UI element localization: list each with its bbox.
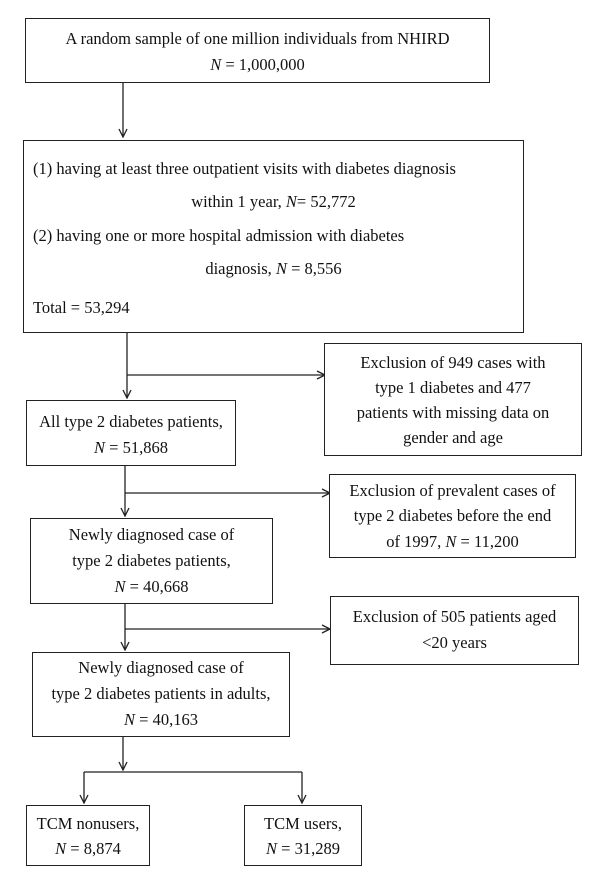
exclusion-2-line-2: type 2 diabetes before the end	[353, 506, 552, 525]
newly-diagnosed-line-1: Newly diagnosed case of	[68, 525, 235, 544]
sample-box: A random sample of one million individua…	[25, 18, 490, 83]
newly-diagnosed-count: N = 40,668	[31, 577, 272, 597]
sample-count: N = 1,000,000	[26, 55, 489, 75]
n-label: N	[266, 839, 278, 858]
exclusion-1-line-3: patients with missing data on	[356, 403, 550, 422]
exclusion-1-line-4: gender and age	[403, 428, 503, 447]
criterion-2-line-1: (2) having one or more hospital admissio…	[33, 226, 405, 245]
n-label: N	[124, 710, 136, 729]
adults-line-1: Newly diagnosed case of	[78, 658, 244, 677]
tcm-nonusers-label: TCM nonusers,	[36, 814, 140, 833]
criterion-1-line-2: within 1 year, N= 52,772	[24, 192, 523, 212]
n-value: = 40,668	[125, 577, 189, 596]
exclusion-1-line-1: Exclusion of 949 cases with	[360, 353, 546, 372]
n-value: = 8,874	[66, 839, 121, 858]
exclusion-2-box: Exclusion of prevalent cases of type 2 d…	[329, 474, 576, 558]
n-label: N	[114, 577, 126, 596]
newly-diagnosed-box: Newly diagnosed case of type 2 diabetes …	[30, 518, 273, 604]
n-label: N	[275, 259, 287, 278]
type2-all-line-1: All type 2 diabetes patients,	[39, 412, 223, 431]
n-value: = 11,200	[456, 532, 519, 551]
adults-line-2: type 2 diabetes patients in adults,	[51, 684, 271, 703]
exclusion-1-box: Exclusion of 949 cases with type 1 diabe…	[324, 343, 582, 456]
n-value: = 1,000,000	[221, 55, 305, 74]
n-value: = 52,772	[296, 192, 356, 211]
exclusion-2-line-3: of 1997, N = 11,200	[330, 532, 575, 552]
sample-description: A random sample of one million individua…	[65, 29, 450, 48]
tcm-users-count: N = 31,289	[245, 839, 361, 859]
n-label: N	[445, 532, 457, 551]
exclusion-2-text: of 1997,	[386, 532, 446, 551]
n-value: = 40,163	[135, 710, 198, 729]
tcm-users-label: TCM users,	[264, 814, 342, 833]
exclusion-3-box: Exclusion of 505 patients aged <20 years	[330, 596, 579, 665]
criteria-total: Total = 53,294	[33, 298, 130, 317]
newly-diagnosed-line-2: type 2 diabetes patients,	[72, 551, 231, 570]
n-label: N	[210, 55, 222, 74]
exclusion-2-line-1: Exclusion of prevalent cases of	[349, 481, 556, 500]
type2-all-count: N = 51,868	[27, 438, 235, 458]
criterion-1-line-1: (1) having at least three outpatient vis…	[33, 159, 456, 178]
n-value: = 51,868	[105, 438, 168, 457]
n-label: N	[94, 438, 106, 457]
type2-all-box: All type 2 diabetes patients, N = 51,868	[26, 400, 236, 466]
n-label: N	[285, 192, 297, 211]
tcm-nonusers-count: N = 8,874	[27, 839, 149, 859]
exclusion-3-line-1: Exclusion of 505 patients aged	[352, 607, 557, 626]
exclusion-1-line-2: type 1 diabetes and 477	[375, 378, 531, 397]
criterion-2-line-2: diagnosis, N = 8,556	[24, 259, 523, 279]
tcm-nonusers-box: TCM nonusers, N = 8,874	[26, 805, 150, 866]
adults-box: Newly diagnosed case of type 2 diabetes …	[32, 652, 290, 737]
criterion-1-text: within 1 year,	[191, 192, 286, 211]
inclusion-criteria-box: (1) having at least three outpatient vis…	[23, 140, 524, 333]
n-value: = 31,289	[277, 839, 340, 858]
exclusion-3-line-2: <20 years	[422, 633, 487, 652]
tcm-users-box: TCM users, N = 31,289	[244, 805, 362, 866]
criterion-2-text: diagnosis,	[205, 259, 276, 278]
n-label: N	[55, 839, 67, 858]
adults-count: N = 40,163	[33, 710, 289, 730]
n-value: = 8,556	[286, 259, 342, 278]
